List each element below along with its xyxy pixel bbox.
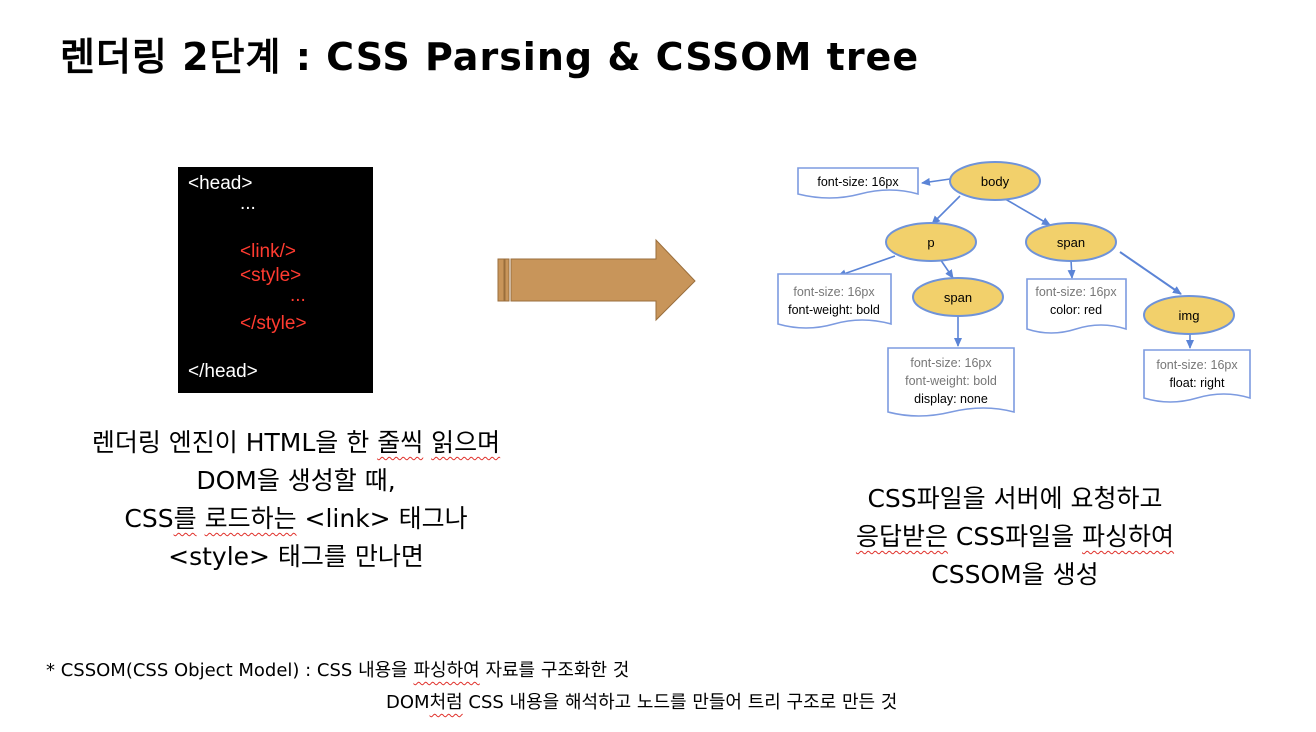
right-line-3: CSSOM을 생성 — [931, 560, 1099, 589]
left-line-1-squig: 줄씩 — [377, 428, 424, 457]
edge-span2-img — [1119, 251, 1182, 295]
box-body-shape — [797, 167, 919, 199]
code-line-style-close: </style> — [240, 313, 307, 334]
box-span-p-line2: font-weight: bold — [905, 374, 997, 388]
right-line-1: CSS파일을 서버에 요청하고 — [867, 484, 1163, 513]
box-span-shape — [1026, 278, 1127, 334]
node-span-under-p — [912, 277, 1004, 317]
right-line-2-squig: 응답받은 — [855, 522, 948, 551]
box-p-line2: font-weight: bold — [788, 303, 880, 317]
edge-body-box — [921, 177, 951, 186]
right-line-2-a: CSS파일을 — [947, 522, 1083, 551]
html-head-code-box: <head> ... <link/> <style> ... </style> … — [178, 167, 373, 393]
tree-nodes — [885, 161, 1235, 335]
footnote-line-1: * CSSOM(CSS Object Model) : CSS 내용을 파싱하여… — [46, 656, 629, 682]
left-line-3: CSS를 로드하는 <link> 태그나 — [22, 500, 570, 538]
box-img-line2: float: right — [1170, 376, 1225, 390]
box-span-line1: font-size: 16px — [1035, 285, 1117, 299]
page-title: 렌더링 2단계 : CSS Parsing & CSSOM tree — [60, 35, 920, 79]
code-line-link: <link/> — [240, 241, 296, 262]
code-line-ellipsis-red: ... — [290, 285, 306, 306]
footnote-line-2: DOM처럼 CSS 내용을 해석하고 노드를 만들어 트리 구조로 만든 것 — [386, 688, 897, 714]
node-p — [885, 222, 977, 262]
left-line-2: DOM을 생성할 때, — [196, 466, 396, 495]
edge-span2-box — [1067, 259, 1076, 279]
node-span-label: span — [1057, 235, 1085, 250]
cssom-tree-diagram: body p span span img font-size: 16px fon… — [777, 161, 1251, 417]
left-description: 렌더링 엔진이 HTML을 한 줄씩 읽으며 DOM을 생성할 때, CSS를 … — [22, 424, 570, 576]
box-p-line1: font-size: 16px — [793, 285, 875, 299]
footnote-line-2-b: CSS 내용을 해석하고 노드를 만들어 트리 구조로 만든 것 — [462, 692, 898, 713]
left-line-1-space — [423, 428, 431, 457]
box-body-line1: font-size: 16px — [817, 175, 899, 189]
node-span-under-p-label: span — [944, 290, 972, 305]
left-line-4: <style> 태그를 만나면 — [168, 542, 424, 571]
code-line-ellipsis: ... — [240, 193, 256, 214]
box-span-p-line3: display: none — [914, 392, 988, 406]
left-line-3-squig2: 로드하는 — [204, 504, 297, 533]
tree-boxes — [777, 167, 1251, 417]
code-line-head-open: <head> — [188, 173, 253, 194]
left-line-3-space — [197, 504, 205, 533]
node-body — [949, 161, 1041, 201]
left-line-1-text: 렌더링 엔진이 HTML을 한 — [91, 428, 378, 457]
box-img-shape — [1143, 349, 1251, 403]
node-body-label: body — [981, 174, 1010, 189]
right-line-2: 응답받은 CSS파일을 파싱하여 — [770, 518, 1260, 556]
footnote-line-2-squig: 처럼 — [429, 692, 463, 713]
box-span-p-shape — [887, 347, 1015, 417]
node-img — [1143, 295, 1235, 335]
left-line-3-c: <link> 태그나 — [296, 504, 468, 533]
right-line-2-squig2: 파싱하여 — [1082, 522, 1175, 551]
box-span-p-line1: font-size: 16px — [910, 356, 992, 370]
footnote-line-1-a: * CSSOM(CSS Object Model) : CSS 내용을 — [46, 660, 414, 681]
code-line-style-open: <style> — [240, 265, 302, 286]
footnote-line-1-b: 자료를 구조화한 것 — [479, 660, 630, 681]
left-line-1-squig2: 읽으며 — [431, 428, 501, 457]
node-img-label: img — [1179, 308, 1200, 323]
edge-body-p — [931, 195, 961, 225]
edge-p-box — [837, 255, 896, 278]
node-p-label: p — [927, 235, 934, 250]
box-img-line1: font-size: 16px — [1156, 358, 1238, 372]
box-p-shape — [777, 273, 892, 329]
box-span-line2: color: red — [1050, 303, 1102, 317]
left-line-3-squig: 를 — [173, 504, 197, 533]
footnote-line-2-a: DOM — [386, 692, 430, 713]
box-texts: font-size: 16px font-size: 16px font-wei… — [788, 175, 1238, 406]
footnote-line-1-squig: 파싱하여 — [413, 660, 480, 681]
code-line-head-close: </head> — [188, 361, 258, 382]
node-labels: body p span span img — [927, 174, 1199, 323]
left-line-1: 렌더링 엔진이 HTML을 한 줄씩 읽으며 — [22, 424, 570, 462]
right-arrow-icon — [497, 238, 696, 322]
left-line-3-a: CSS — [124, 504, 174, 533]
edge-body-span — [999, 195, 1051, 226]
node-span — [1025, 222, 1117, 262]
right-description: CSS파일을 서버에 요청하고 응답받은 CSS파일을 파싱하여 CSSOM을 … — [770, 480, 1260, 594]
